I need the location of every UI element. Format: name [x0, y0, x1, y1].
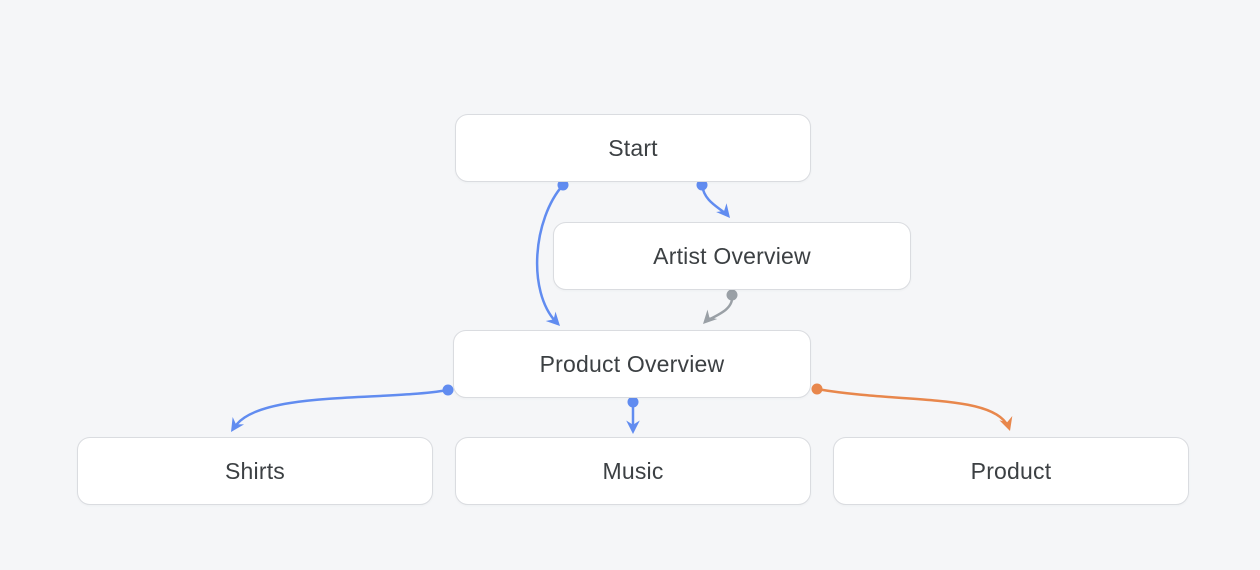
edge-line-start-to-artist-overview: [700, 183, 727, 215]
node-product[interactable]: Product: [833, 437, 1189, 505]
node-label-product: Product: [970, 457, 1052, 484]
edge-line-product-overview-to-product: [815, 387, 1008, 425]
edge-arrowhead-icon-product-overview-to-product: [999, 416, 1013, 431]
edge-product-overview-to-shirts: [231, 384, 454, 432]
node-label-music: Music: [602, 457, 664, 484]
node-start[interactable]: Start: [455, 114, 811, 182]
edge-line-artist-overview-to-product-overview: [706, 293, 734, 322]
node-label-product-overview: Product Overview: [539, 350, 725, 377]
edge-product-overview-to-product: [811, 383, 1013, 431]
node-product-overview[interactable]: Product Overview: [453, 330, 811, 398]
edge-line-product-overview-to-shirts: [235, 388, 450, 426]
edge-arrowhead-icon-start-to-artist-overview: [716, 203, 730, 218]
node-artist-overview[interactable]: Artist Overview: [553, 222, 911, 290]
edge-product-overview-to-music: [626, 396, 640, 434]
node-music[interactable]: Music: [455, 437, 811, 505]
edge-origin-dot-product-overview-to-music: [627, 396, 639, 408]
node-label-artist-overview: Artist Overview: [653, 242, 811, 269]
edge-arrowhead-icon-product-overview-to-shirts: [231, 416, 245, 432]
node-shirts[interactable]: Shirts: [77, 437, 433, 505]
node-label-shirts: Shirts: [225, 457, 285, 484]
edge-origin-dot-product-overview-to-product: [811, 383, 823, 395]
edge-start-to-artist-overview: [696, 179, 730, 218]
edge-artist-overview-to-product-overview: [703, 289, 738, 324]
node-label-start: Start: [608, 134, 658, 161]
edge-arrowhead-icon-product-overview-to-music: [626, 420, 640, 434]
edge-arrowhead-icon-artist-overview-to-product-overview: [703, 309, 718, 324]
edge-arrowhead-icon-start-to-product-overview: [545, 311, 560, 326]
edge-origin-dot-product-overview-to-shirts: [442, 384, 454, 396]
edge-origin-dot-artist-overview-to-product-overview: [726, 289, 738, 301]
